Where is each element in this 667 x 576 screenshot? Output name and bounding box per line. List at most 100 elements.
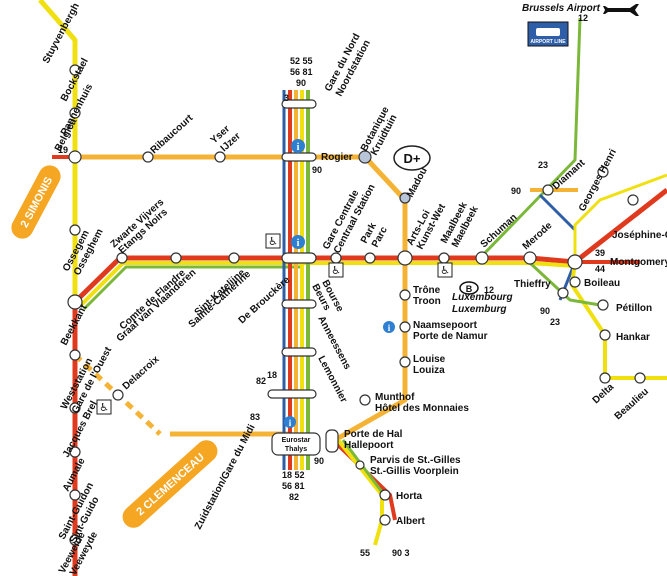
stop-petillon[interactable] (597, 299, 609, 311)
label-rogier: Rogier (321, 152, 353, 163)
stop-belgica[interactable] (68, 150, 82, 164)
stop-montgomery[interactable] (567, 254, 583, 270)
line-belgica-19: 19 (58, 145, 68, 155)
line-north-b: 56 81 (290, 67, 313, 77)
stop-thieffry[interactable] (557, 287, 569, 299)
label-naamsepoort: Naamsepoort (413, 320, 478, 331)
stop-de-brouckere[interactable] (281, 252, 317, 264)
stop-beekkant[interactable] (67, 294, 83, 310)
info-icon: i (383, 321, 395, 333)
stop-madou[interactable] (399, 192, 411, 204)
line-west-yellow (38, 0, 78, 302)
label-albert: Albert (396, 516, 426, 527)
stop-aumale[interactable] (69, 446, 81, 458)
stop-sainte-catherine[interactable] (228, 252, 240, 264)
airport-label: Brussels Airport (522, 3, 601, 14)
wheelchair-icon: ♿ (265, 233, 281, 249)
line-rogier-90: 90 (312, 165, 322, 175)
label-luxembourg-nl: Luxemburg (452, 304, 506, 315)
airport-bus-icon[interactable]: AIRPORT LINE (527, 21, 569, 47)
stop-trone[interactable] (399, 289, 411, 301)
stop-porte-de-hal[interactable] (325, 429, 339, 453)
stop-jacques-brel[interactable] (69, 402, 81, 414)
label-boileau: Boileau (584, 278, 620, 289)
stop-boileau[interactable] (569, 276, 581, 288)
stop-bockstael[interactable] (69, 64, 81, 76)
stop-anneessens[interactable] (281, 347, 317, 357)
stop-rogier[interactable] (281, 152, 317, 162)
stop-diamant[interactable] (542, 184, 554, 196)
stop-ribaucourt[interactable] (142, 151, 154, 163)
stop-comte-de-flandre[interactable] (170, 252, 182, 264)
stop-albert[interactable] (379, 514, 391, 526)
line-lemonnier-18: 18 (267, 370, 277, 380)
label-trone: Trône (413, 285, 441, 296)
svg-text:♿: ♿ (268, 236, 278, 248)
wheelchair-icon: ♿ (437, 262, 453, 278)
stop-botanique[interactable] (358, 150, 372, 164)
line-thieffry-green (528, 261, 601, 307)
info-icon: i (284, 416, 296, 428)
line-north-c: 90 (296, 78, 306, 88)
label-petillon: Pétillon (616, 303, 652, 314)
stop-pannenhuis[interactable] (69, 107, 81, 119)
stop-hankar[interactable] (599, 329, 611, 341)
stop-gare-du-nord[interactable] (281, 99, 317, 109)
line-main-green (82, 265, 300, 311)
stop-georges-henri[interactable] (597, 166, 609, 178)
stop-weststation[interactable] (69, 349, 81, 361)
line-main-yellow (78, 261, 576, 308)
stop-delacroix[interactable] (112, 389, 124, 401)
terminal-clemenceau-label: 2 CLEMENCEAU (134, 451, 207, 518)
eurostar-thalys-badge[interactable]: Eurostar Thalys (271, 432, 321, 456)
info-icon: i (291, 139, 305, 153)
line-north-3: 3 (284, 93, 289, 103)
label-comte-de-flandre: Comte de Flandre (118, 267, 188, 332)
stop-parvis-st-gilles[interactable] (355, 460, 365, 470)
svg-text:i: i (289, 418, 292, 428)
line-lemonnier-82: 82 (256, 376, 266, 386)
stops (67, 64, 646, 546)
thalys-label: Thalys (285, 446, 307, 453)
line-midi-83: 83 (250, 412, 260, 422)
line-south-green (341, 439, 390, 501)
stop-schuman[interactable] (475, 251, 489, 265)
stop-josephine-ch[interactable] (627, 194, 639, 206)
label-parvis-st-gilles: Parvis de St.-Gilles (370, 455, 461, 466)
stop-merode[interactable] (523, 251, 537, 265)
stop-ossegem[interactable] (69, 224, 81, 236)
label-porte-de-hal: Porte de Hal (344, 429, 403, 440)
label-thieffry: Thieffry (514, 279, 551, 290)
sncb-train-icon: B (459, 281, 479, 295)
stop-arts-loi[interactable] (397, 250, 413, 266)
label-merode: Merode (521, 220, 555, 252)
stop-parc[interactable] (364, 252, 376, 264)
stop-hotel-des-monnaies[interactable] (359, 394, 371, 406)
stop-saint-guidon[interactable] (69, 489, 81, 501)
stop-bourse[interactable] (281, 299, 317, 309)
dplus-icon: D+ (393, 145, 431, 171)
stop-maelbeek[interactable] (438, 252, 450, 264)
stop-louise[interactable] (399, 356, 411, 368)
sncb-label: B (466, 284, 473, 294)
line-thieffry-23: 23 (550, 317, 560, 327)
label-zuidstation: Zuidstation/Gare du Midi (193, 423, 258, 532)
line-georges-henri-yellow (573, 173, 667, 262)
stop-veeweyde[interactable] (69, 534, 81, 546)
info-icon: i (291, 235, 305, 249)
stop-horta[interactable] (379, 489, 391, 501)
label-hallepoort: Hallepoort (344, 440, 394, 451)
stop-beaulieu[interactable] (634, 372, 646, 384)
label-montgomery: Montgomery (610, 257, 667, 268)
line-midi-bottom-b: 56 81 (282, 481, 305, 491)
stop-delta[interactable] (599, 372, 611, 384)
stop-lemonnier[interactable] (267, 389, 317, 399)
label-ribaucourt: Ribaucourt (149, 112, 196, 156)
stop-porte-de-namur[interactable] (399, 321, 411, 333)
terminal-simonis[interactable]: 2 SIMONIS (8, 162, 65, 243)
line-thieffry-90: 90 (540, 306, 550, 316)
stop-yser[interactable] (214, 151, 226, 163)
stop-etangs-noirs[interactable] (116, 252, 128, 264)
label-luxembourg-fr: Luxembourg (452, 292, 513, 303)
